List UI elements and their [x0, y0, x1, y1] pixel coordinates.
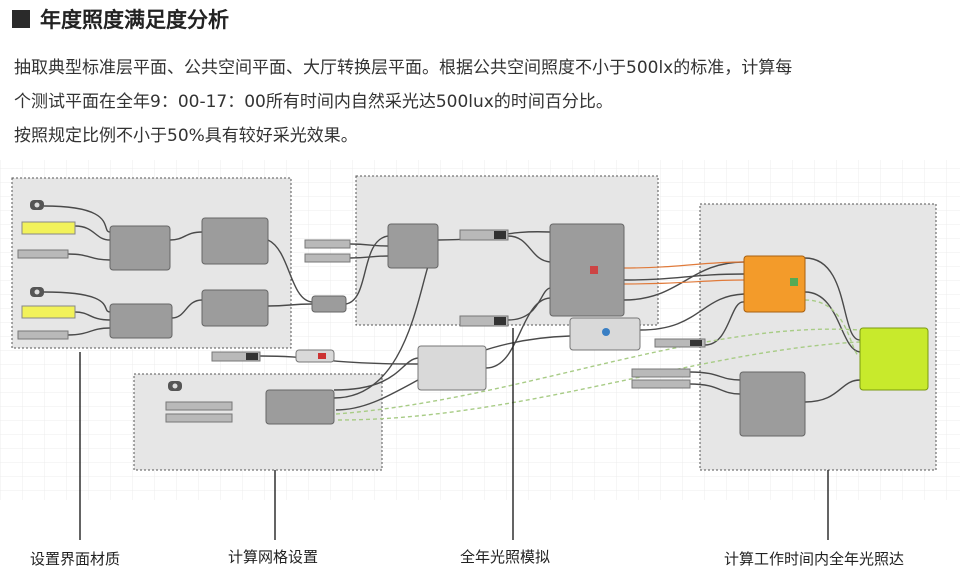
middle-components — [211, 345, 487, 391]
description-line-1: 抽取典型标准层平面、公共空间平面、大厅转换层平面。根据公共空间照度不小于500l… — [14, 58, 793, 78]
data-tree-wires — [335, 299, 861, 421]
group-label-simulation: 全年光照模拟 — [460, 548, 551, 566]
group-simulation-components — [304, 223, 641, 351]
heading-square-icon — [12, 10, 30, 28]
group-grid-components — [165, 381, 335, 425]
heading-row: 年度照度满足度分析 — [12, 4, 229, 34]
description-line-3: 按照规定比例不小于50%具有较好采光效果。 — [14, 126, 358, 146]
leader-lines — [79, 328, 829, 540]
orange-wires — [623, 261, 745, 285]
group-label-illuminance: 计算工作时间内全年光照达 — [724, 550, 905, 568]
page-title: 年度照度满足度分析 — [40, 8, 229, 32]
group-label-material: 设置界面材质 — [30, 550, 121, 568]
group-label-grid: 计算网格设置 — [228, 548, 319, 566]
description-line-2: 个测试平面在全年9：00-17：00所有时间内自然采光达500lux的时间百分比… — [14, 92, 613, 112]
group-material-components — [17, 200, 347, 340]
group-illuminance-components — [631, 255, 929, 437]
